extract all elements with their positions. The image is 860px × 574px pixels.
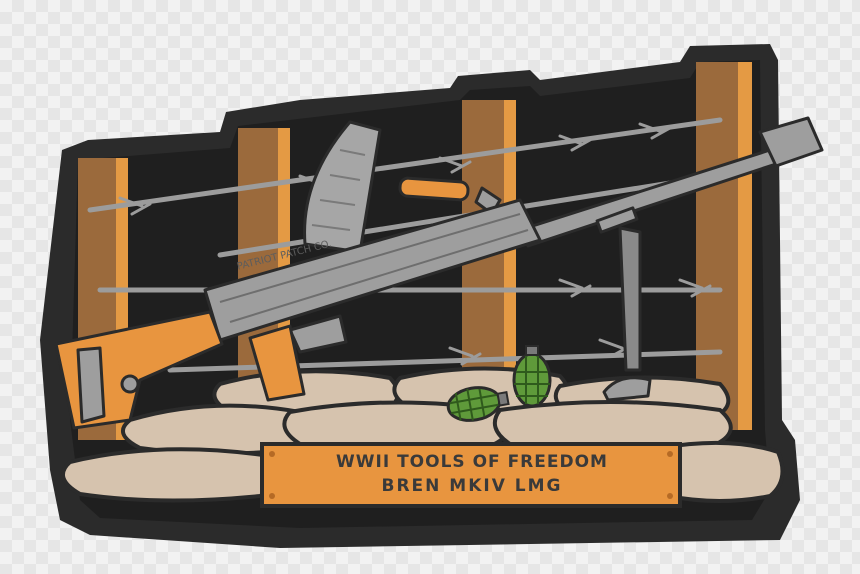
plate-rivet	[667, 451, 673, 457]
plate-title: WWII TOOLS OF FREEDOM	[336, 452, 608, 472]
bren-gun	[54, 116, 824, 430]
plate-rivet	[667, 493, 673, 499]
grenades	[446, 345, 552, 422]
stock-monopod	[120, 374, 140, 394]
plate-rivet	[269, 451, 275, 457]
carry-handle-grip	[398, 176, 470, 202]
trigger-guard	[288, 314, 348, 354]
grenade-lying	[446, 386, 510, 422]
sandbag	[60, 447, 280, 503]
grenade-upright	[512, 345, 552, 408]
bipod	[595, 206, 652, 402]
plate-rivet	[269, 493, 275, 499]
plate-subtitle: BREN MKIV LMG	[381, 476, 563, 496]
pistol-grip	[248, 324, 306, 402]
sandbag	[492, 400, 733, 451]
name-plate	[260, 442, 682, 508]
